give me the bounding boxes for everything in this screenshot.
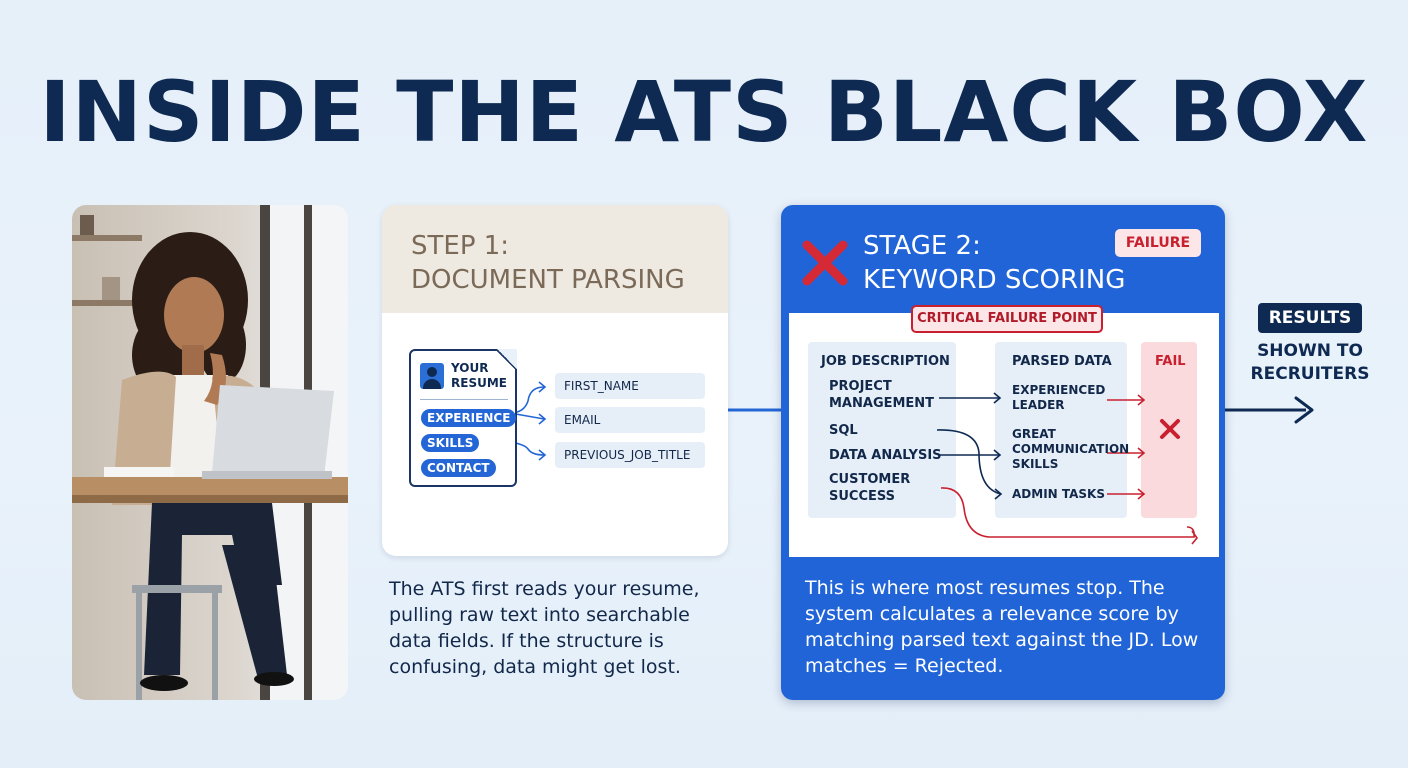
page-title: INSIDE THE ATS BLACK BOX <box>39 63 1369 161</box>
jd-item-customer-success: CUSTOMER SUCCESS <box>829 472 911 504</box>
stage2-card: STAGE 2: KEYWORD SCORING FAILURE <box>781 205 1225 700</box>
parsed-data-column <box>995 342 1127 518</box>
failure-badge: FAILURE <box>1115 229 1201 257</box>
step1-title-line1: STEP 1: <box>411 231 510 261</box>
scoring-panel: CRITICAL FAILURE POINT JOB DESCRIPTION P… <box>789 305 1219 557</box>
results-caption: SHOWN TO RECRUITERS <box>1240 340 1380 386</box>
job-description-column <box>808 342 956 518</box>
matching-arrows <box>936 392 1199 545</box>
jd-item-project-management: PROJECT MANAGEMENT <box>829 379 935 411</box>
resume-document-icon: YOUR RESUME EXPERIENCE SKILLS CONTACT <box>409 349 517 487</box>
step1-description: The ATS first reads your resume, pulling… <box>389 578 700 678</box>
stage2-title-line1: STAGE 2: <box>863 231 981 261</box>
resume-label-line1: YOUR <box>451 361 489 375</box>
fail-header: FAIL <box>1155 354 1186 369</box>
parsed-item-admin-tasks: ADMIN TASKS <box>1012 487 1105 501</box>
page-fold <box>497 349 517 369</box>
parsed-data-header: PARSED DATA <box>1012 354 1112 369</box>
results-line1: SHOWN TO <box>1257 341 1363 361</box>
section-pill-contact: CONTACT <box>421 459 496 477</box>
results-badge: RESULTS <box>1258 303 1362 333</box>
field-first-name: FIRST_NAME <box>555 373 705 399</box>
user-icon <box>420 363 444 389</box>
field-email: EMAIL <box>555 407 705 433</box>
critical-failure-label: CRITICAL FAILURE POINT <box>911 305 1103 333</box>
section-pill-experience: EXPERIENCE <box>421 409 517 427</box>
parsed-item-great-communication-skills: GREAT COMMUNICATION SKILLS <box>1012 427 1130 471</box>
field-previous-job-title: PREVIOUS_JOB_TITLE <box>555 442 705 468</box>
jd-item-sql: SQL <box>829 423 858 438</box>
step1-header: STEP 1: DOCUMENT PARSING <box>382 205 728 313</box>
photo-woman-at-laptop <box>72 205 348 700</box>
resume-label-line2: RESUME <box>451 376 507 390</box>
results-line2: RECRUITERS <box>1250 364 1370 384</box>
x-mark-icon <box>802 240 848 286</box>
jd-item-data-analysis: DATA ANALYSIS <box>829 448 942 463</box>
section-pill-skills: SKILLS <box>421 434 480 452</box>
step1-title-line2: DOCUMENT PARSING <box>411 265 685 295</box>
divider <box>420 399 508 400</box>
stage2-description: This is where most resumes stop. The sys… <box>805 577 1199 677</box>
stage2-title-line2: KEYWORD SCORING <box>863 265 1126 295</box>
step1-card: STEP 1: DOCUMENT PARSING YOUR RESUME EXP… <box>382 205 728 556</box>
parsed-item-experienced-leader: EXPERIENCED LEADER <box>1012 383 1106 412</box>
job-description-header: JOB DESCRIPTION <box>821 354 950 369</box>
x-mark-icon <box>1160 419 1180 439</box>
